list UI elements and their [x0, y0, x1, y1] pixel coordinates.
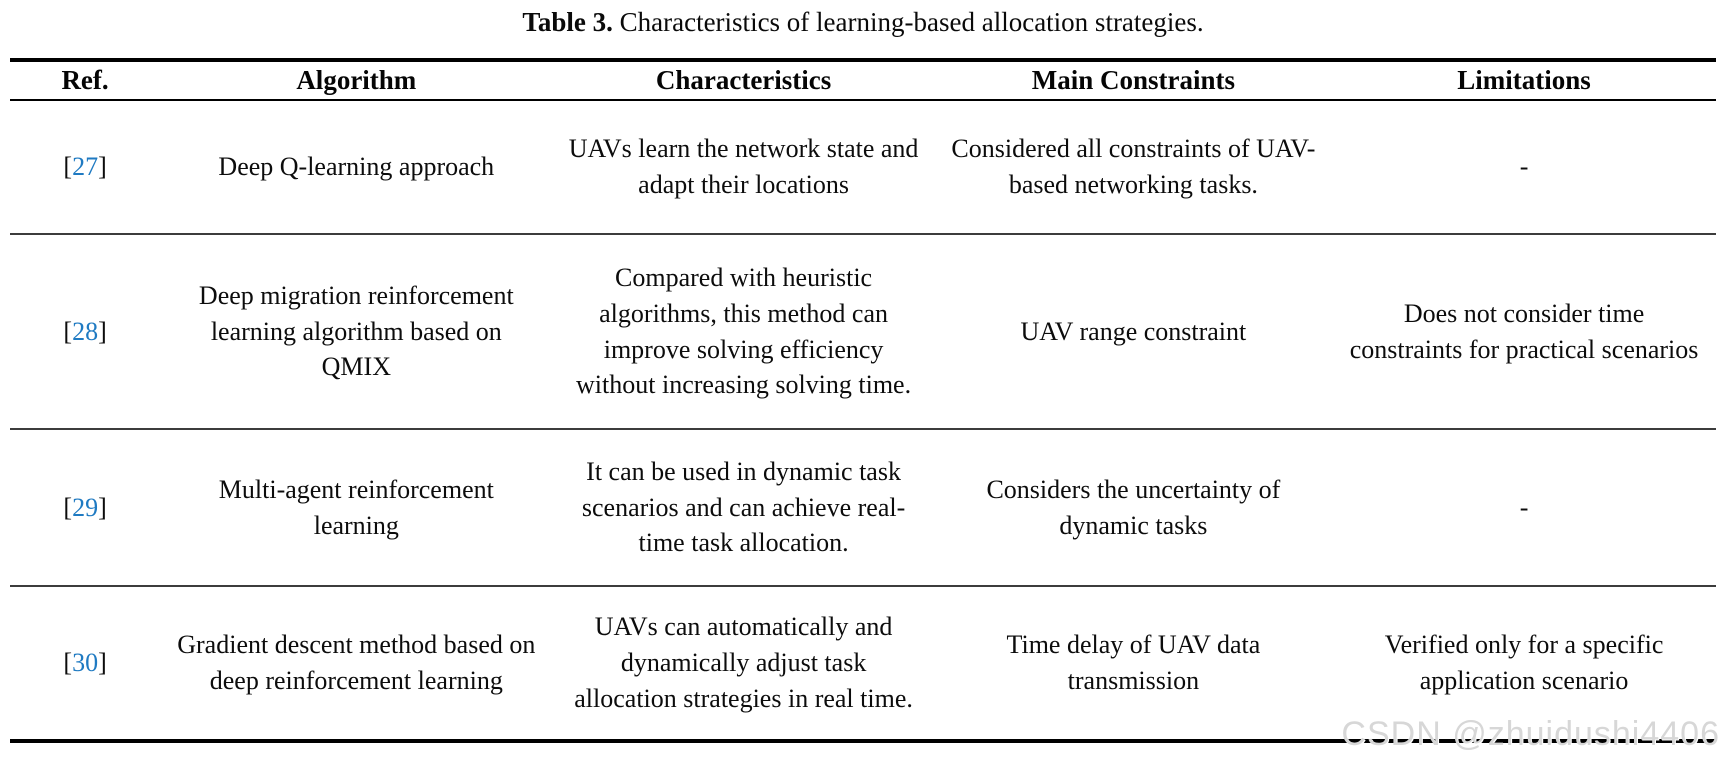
ref-bracket-open: [ — [63, 316, 73, 346]
column-header-algorithm: Algorithm — [160, 60, 553, 101]
ref-citation-link[interactable]: 27 — [72, 152, 99, 182]
ref-bracket-open: [ — [63, 492, 73, 522]
cell-limitations: - — [1519, 152, 1529, 182]
cell-main-constraints: Time delay of UAV data transmission — [1006, 630, 1261, 695]
cell-limitations: - — [1519, 492, 1529, 522]
ref-citation-link[interactable]: 28 — [72, 316, 99, 346]
cell-characteristics: UAVs can automatically and dynamically a… — [574, 612, 913, 713]
cell-ref: [28] — [10, 234, 160, 429]
cell-algorithm: Multi-agent reinforcement learning — [218, 474, 494, 540]
ref-citation-link[interactable]: 30 — [72, 648, 99, 678]
cell-algorithm: Deep Q-learning approach — [218, 152, 495, 182]
table-body: [27] Deep Q-learning approach UAVs learn… — [10, 100, 1716, 741]
table-header: Ref. Algorithm Characteristics Main Cons… — [10, 60, 1716, 101]
cell-main-constraints: UAV range constraint — [1020, 316, 1247, 346]
characteristics-table: Ref. Algorithm Characteristics Main Cons… — [10, 58, 1716, 743]
cell-ref: [29] — [10, 429, 160, 586]
cell-ref: [30] — [10, 586, 160, 741]
ref-bracket-open: [ — [63, 648, 73, 678]
cell-algorithm: Gradient descent method based on deep re… — [177, 630, 536, 695]
ref-bracket-close: ] — [98, 316, 107, 346]
ref-bracket-close: ] — [98, 648, 107, 678]
table-row: [30] Gradient descent method based on de… — [10, 586, 1716, 741]
column-header-main-constraints: Main Constraints — [934, 60, 1333, 101]
table-caption-text: Characteristics of learning-based alloca… — [612, 7, 1204, 37]
ref-citation-link[interactable]: 29 — [72, 492, 99, 522]
table-row: [29] Multi-agent reinforcement learning … — [10, 429, 1716, 586]
cell-limitations: Verified only for a specific application… — [1384, 630, 1664, 695]
ref-bracket-close: ] — [98, 152, 107, 182]
cell-characteristics: Compared with heuristic algorithms, this… — [576, 262, 912, 400]
cell-ref: [27] — [10, 100, 160, 234]
column-header-ref: Ref. — [10, 60, 161, 101]
cell-algorithm: Deep migration reinforcement learning al… — [198, 280, 514, 382]
cell-main-constraints: Considered all constraints of UAV-based … — [951, 134, 1316, 199]
ref-bracket-close: ] — [98, 492, 107, 522]
table-caption: Table 3. Characteristics of learning-bas… — [0, 0, 1726, 58]
cell-characteristics: It can be used in dynamic task scenarios… — [581, 456, 906, 558]
table-row: [28] Deep migration reinforcement learni… — [10, 234, 1716, 429]
table-row: [27] Deep Q-learning approach UAVs learn… — [10, 100, 1716, 234]
cell-main-constraints: Considers the uncertainty of dynamic tas… — [986, 474, 1281, 540]
table-caption-label: Table 3. — [522, 7, 613, 37]
ref-bracket-open: [ — [63, 152, 73, 182]
column-header-characteristics: Characteristics — [552, 60, 935, 101]
cell-limitations: Does not consider time constraints for p… — [1349, 298, 1699, 364]
column-header-limitations: Limitations — [1332, 60, 1716, 101]
cell-characteristics: UAVs learn the network state and adapt t… — [568, 134, 919, 199]
header-row: Ref. Algorithm Characteristics Main Cons… — [10, 60, 1716, 101]
